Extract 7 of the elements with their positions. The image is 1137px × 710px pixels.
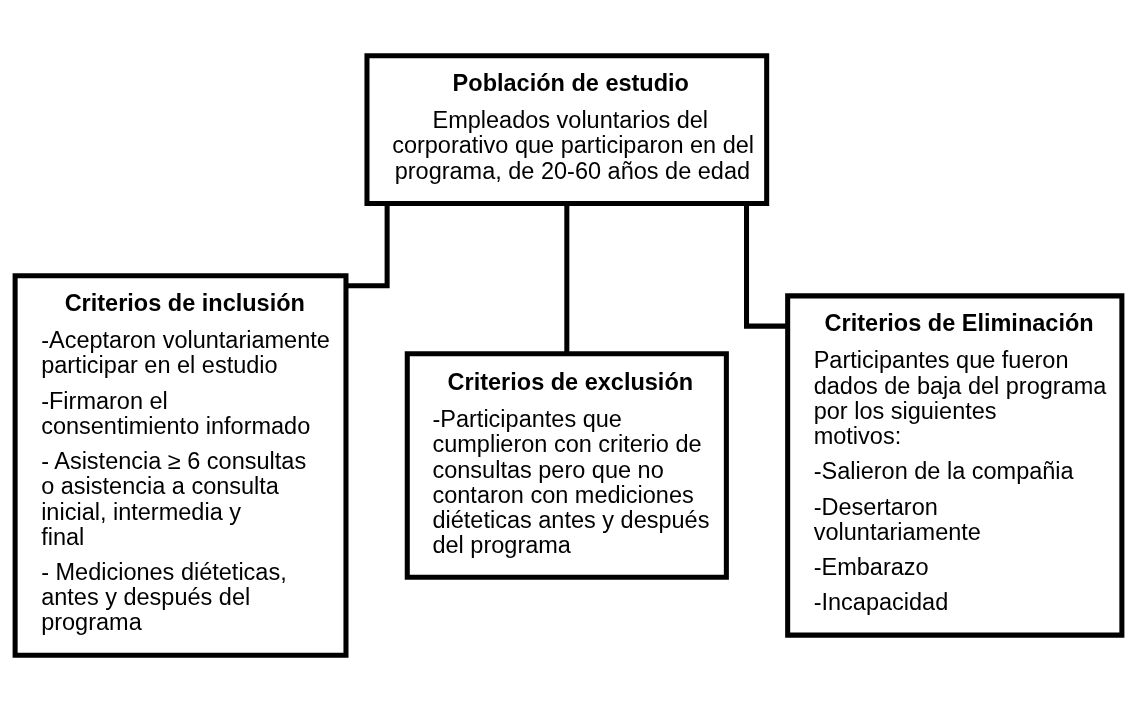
connector — [744, 203, 788, 329]
node-box: Criterios de inclusión -Aceptaron voluntariamente participar en el estudio -Firmaron el consentimiento informado - Asistencia ≥ 6 consultas o asistencia a consulta inicial, intermedia y final - Mediciones diéteticas, antes y después del programa — [12, 272, 349, 658]
node-box: Criterios de exclusión -Participantes que cumplieron con criterio de consultas pero que no contaron con mediciones diéteticas antes y después del programa — [404, 350, 729, 580]
connector — [564, 203, 570, 353]
node-box: Criterios de Eliminación Participantes que fueron dados de baja del programa por los siguientes motivos: -Salieron de la compañia -Desertaron voluntariamente -Embarazo -Incapacidad — [785, 292, 1125, 638]
node-box: Población de estudio Empleados voluntarios del corporativo que participaron en del programa, de 20-60 años de edad — [364, 52, 770, 206]
connector — [346, 203, 390, 288]
